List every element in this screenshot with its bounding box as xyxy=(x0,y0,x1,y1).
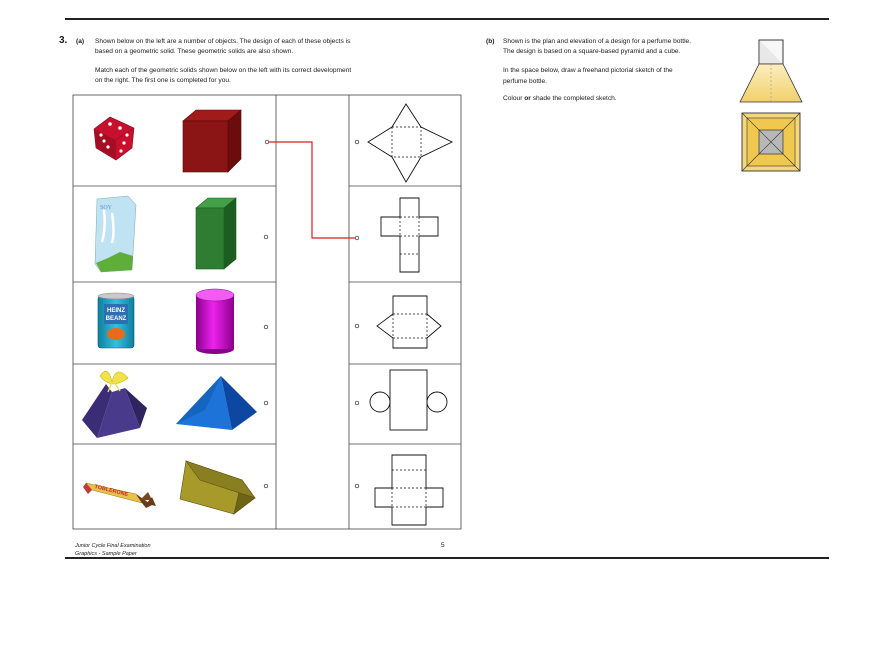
perfume-plan xyxy=(741,112,801,172)
part-b-line5-a: Colour xyxy=(503,95,525,102)
part-a-line2: based on a geometric solid. These geomet… xyxy=(95,48,294,55)
bottom-rule xyxy=(65,557,829,559)
dot-right-1[interactable] xyxy=(354,139,360,145)
dot-right-5[interactable] xyxy=(354,483,360,489)
dot-right-2[interactable] xyxy=(354,235,360,241)
soy-label: SOY xyxy=(100,205,113,211)
rectangular-prism-solid xyxy=(195,197,237,270)
dot-left-5[interactable] xyxy=(263,483,269,489)
dot-left-2[interactable] xyxy=(263,234,269,240)
perfume-elevation xyxy=(739,39,803,103)
toblerone-object: TOBLERONE xyxy=(83,482,156,508)
net-cylinder xyxy=(369,369,448,431)
cube-solid xyxy=(182,109,242,173)
heinz-label-1: HEINZ xyxy=(107,308,125,314)
part-b-line4: perfume bottle. xyxy=(503,78,547,85)
part-a-label: (a) xyxy=(76,38,85,45)
example-match-line xyxy=(269,141,355,239)
match-dots xyxy=(263,139,360,489)
soy-carton-object: SOY xyxy=(94,195,137,273)
part-b-line1: Shown is the plan and elevation of a des… xyxy=(503,38,692,45)
top-rule xyxy=(65,18,829,20)
triangular-prism-solid xyxy=(179,460,256,515)
beans-can-object: HEINZ BEANZ xyxy=(97,292,135,349)
page-number: 5 xyxy=(441,542,445,549)
matching-table xyxy=(72,94,462,530)
dot-right-4[interactable] xyxy=(354,400,360,406)
part-b-line2: The design is based on a square-based py… xyxy=(503,48,681,55)
cylinder-solid xyxy=(195,288,235,354)
part-a-line1: Shown below on the left are a number of … xyxy=(95,38,351,45)
part-b-line3: In the space below, draw a freehand pict… xyxy=(503,67,673,74)
part-a-line3: Match each of the geometric solids shown… xyxy=(95,67,352,74)
table-border xyxy=(72,94,462,530)
pyramid-solid xyxy=(176,376,257,430)
net-triangular-prism xyxy=(376,295,442,349)
net-square-prism xyxy=(374,454,444,526)
footer-line1: Junior Cycle Final Examination xyxy=(75,543,151,549)
dot-left-1[interactable] xyxy=(264,139,270,145)
dot-right-3[interactable] xyxy=(354,323,360,329)
part-b-label: (b) xyxy=(486,38,495,45)
part-b-line5-c: shade the completed sketch. xyxy=(530,95,617,102)
toblerone-label: TOBLERONE xyxy=(94,484,129,498)
dice-object xyxy=(93,116,135,161)
dot-left-4[interactable] xyxy=(263,400,269,406)
part-b-line5-b: or xyxy=(524,95,531,102)
part-b-line5: Colour or shade the completed sketch. xyxy=(503,94,617,104)
dot-left-3[interactable] xyxy=(263,324,269,330)
net-cuboid xyxy=(380,197,439,273)
heinz-label-2: BEANZ xyxy=(106,316,127,322)
footer-text: Junior Cycle Final Examination Graphics … xyxy=(75,542,151,559)
net-pyramid xyxy=(367,103,454,183)
question-number: 3. xyxy=(59,35,68,46)
footer-line2: Graphics - Sample Paper xyxy=(75,551,137,558)
gift-box-object xyxy=(82,370,147,438)
part-a-line4: on the right. The first one is completed… xyxy=(95,77,231,84)
